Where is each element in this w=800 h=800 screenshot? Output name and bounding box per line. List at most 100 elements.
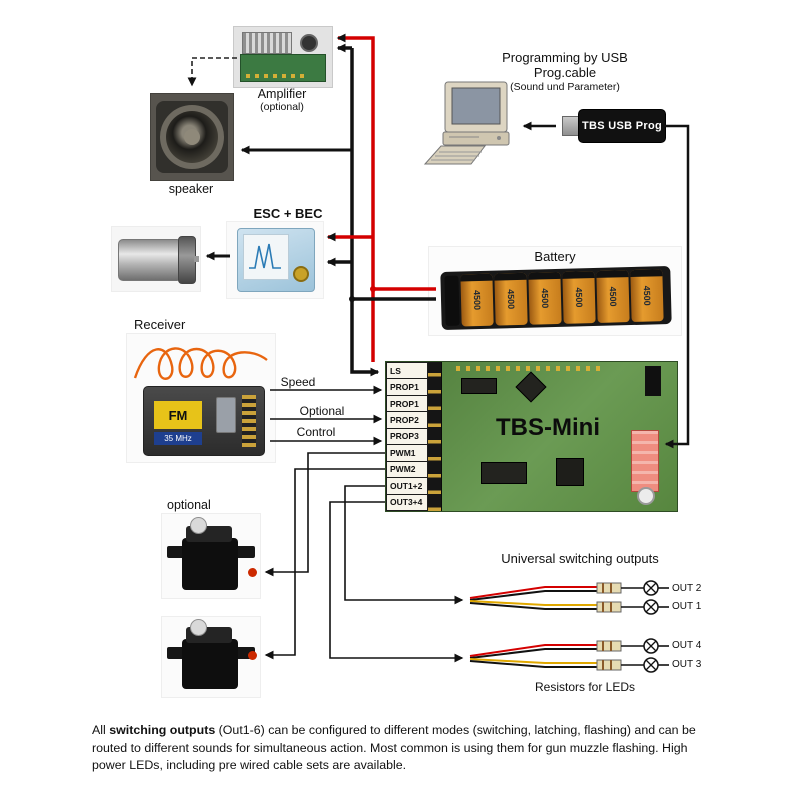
board-ic-4: [556, 458, 584, 486]
programming-title-line1: Programming by USB: [502, 50, 628, 65]
wire-out34: [329, 501, 464, 663]
control-label: Control: [296, 425, 336, 439]
computer-icon: [423, 80, 523, 168]
servo1-photo: [161, 513, 261, 599]
motor-photo: [111, 226, 201, 292]
receiver-pin-strip: [242, 395, 256, 447]
receiver-freq-plate: 35 MHz: [154, 432, 202, 445]
board-aux-connector: [631, 430, 659, 492]
receiver-photo: FM 35 MHz: [126, 333, 276, 463]
wire-black-vertical: [350, 48, 380, 377]
servo-horn: [190, 517, 207, 534]
speed-label: Speed: [280, 375, 316, 389]
board-title: TBS-Mini: [496, 414, 600, 441]
programming-title-line2: Prog.cable: [533, 65, 597, 80]
resistor-out2: [596, 582, 622, 594]
battery-cell: 4500: [494, 272, 528, 326]
speaker-dustcap: [184, 129, 200, 145]
optional-signal-label: Optional: [299, 404, 345, 418]
battery-endcap: [444, 275, 460, 326]
footer-bold: switching outputs: [109, 723, 216, 737]
board-pin-out12: OUT1+2: [386, 477, 428, 495]
esc-sticker: [243, 234, 289, 280]
wire-pwm2-servo2: [264, 468, 385, 660]
esc-photo: [226, 221, 324, 299]
junction-black: [349, 296, 355, 302]
resistors-label: Resistors for LEDs: [534, 680, 636, 694]
board-pin-prop2: PROP2: [386, 411, 428, 429]
usb-dongle-label: TBS USB Prog: [582, 120, 662, 132]
footer-part1: All: [92, 723, 110, 737]
servo2-photo: [161, 616, 261, 698]
amplifier-photo: [233, 26, 333, 88]
esc-wave-icon: [249, 243, 281, 269]
receiver-crystal: [216, 397, 236, 433]
wire-amp-speaker-dashed: [187, 57, 237, 87]
output-bundle-1: [469, 580, 669, 615]
board-pin-labels: LS PROP1 PROP1 PROP2 PROP3 PWM1 PWM2 OUT…: [386, 362, 428, 511]
usb-dongle-body: TBS USB Prog: [578, 109, 666, 143]
out2-label: OUT 2: [672, 583, 702, 594]
board-solder-pads: [456, 366, 606, 371]
servo-cap: [248, 651, 257, 660]
board-button: [637, 487, 655, 505]
board-ic-3: [481, 462, 527, 484]
esc-label: ESC + BEC: [253, 206, 323, 221]
tbs-mini-board: LS PROP1 PROP1 PROP2 PROP3 PWM1 PWM2 OUT…: [385, 361, 678, 512]
junction-red: [370, 286, 376, 292]
board-ic-1: [461, 378, 497, 394]
wire-pwm1-servo1: [264, 452, 385, 577]
board-connector-strip: [428, 362, 442, 511]
output-bundle-2: [469, 638, 669, 673]
board-pin-out34: OUT3+4: [386, 493, 428, 511]
board-pin-ls: LS: [386, 362, 428, 380]
servo-cap: [248, 568, 257, 577]
footer-part2: (Out1-6) can be configured to different …: [92, 723, 696, 773]
programming-title-line3: (Sound und Parameter): [510, 81, 620, 93]
servo-optional-label: optional: [167, 498, 211, 512]
motor-can: [118, 239, 182, 281]
servo-body: [182, 639, 238, 689]
board-pin-pwm1: PWM1: [386, 444, 428, 462]
battery-photo: Battery 4500 4500 4500 4500 4500 4500: [428, 246, 682, 336]
resistor-out3: [596, 659, 622, 671]
battery-cell: 4500: [460, 273, 494, 327]
servo-body: [182, 538, 238, 590]
amplifier-pins: [246, 74, 306, 78]
board-pin-pwm2: PWM2: [386, 460, 428, 479]
lamp-icon-out3: [643, 657, 659, 673]
battery-cell: 4500: [596, 270, 630, 323]
lamp-icon-out1: [643, 599, 659, 615]
servo-horn: [190, 619, 207, 636]
board-ic-2: [515, 371, 547, 403]
board-pin-prop1b: PROP1: [386, 394, 428, 413]
wire-amp-red: [336, 33, 375, 362]
board-pin-prop1a: PROP1: [386, 378, 428, 396]
amplifier-label: Amplifier: [257, 87, 307, 101]
resistor-out1: [596, 601, 622, 613]
battery-cell: 4500: [630, 269, 664, 323]
battery-pack: 4500 4500 4500 4500 4500 4500: [440, 265, 672, 331]
speaker-label: speaker: [168, 182, 214, 196]
out3-label: OUT 3: [672, 659, 702, 670]
usb-dongle: TBS USB Prog: [562, 109, 666, 143]
esc-capacitor: [293, 266, 309, 282]
lamp-icon-out2: [643, 580, 659, 596]
receiver-label: Receiver: [134, 317, 186, 332]
lamp-icon-out4: [643, 638, 659, 654]
motor-shaft: [194, 256, 199, 262]
receiver-body: FM 35 MHz: [143, 386, 265, 456]
battery-cell: 4500: [562, 270, 596, 324]
speaker-photo: [150, 93, 234, 181]
antenna-wire-icon: [133, 347, 268, 380]
amplifier-heatsink: [242, 32, 292, 54]
out4-label: OUT 4: [672, 640, 702, 651]
amplifier-capacitor: [300, 34, 318, 52]
battery-cell: 4500: [528, 271, 562, 325]
resistor-out4: [596, 640, 622, 652]
outputs-title: Universal switching outputs: [501, 551, 659, 566]
out1-label: OUT 1: [672, 601, 702, 612]
board-component: [645, 366, 661, 396]
amplifier-optional-label: (optional): [260, 101, 304, 113]
